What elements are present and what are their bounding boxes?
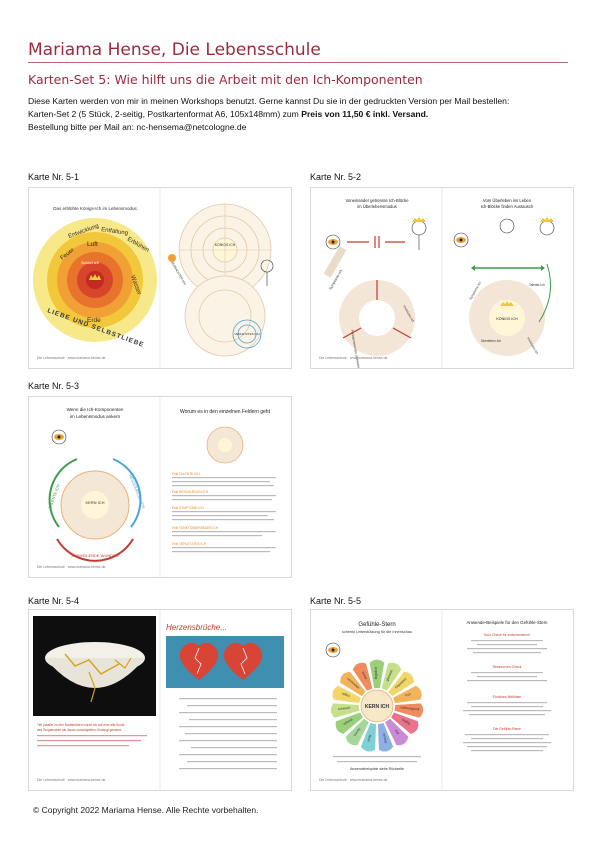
- svg-text:Kurz-Check für zwischendurch: Kurz-Check für zwischendurch: [484, 633, 530, 637]
- svg-text:Überleben Ich: Überleben Ich: [481, 339, 501, 343]
- star-petal-label: froh: [405, 692, 412, 698]
- intro-line-2: Karten-Set 2 (5 Stück, 2-seitig, Postkar…: [28, 109, 429, 119]
- star-petal: [381, 662, 402, 692]
- title-divider: [28, 62, 568, 63]
- intro-line-1: Diese Karten werden von mir in meinen Wo…: [28, 96, 510, 106]
- star-petal-label: wütend: [342, 717, 353, 726]
- svg-text:Feld RESSOURCEN-ICH: Feld RESSOURCEN-ICH: [172, 490, 209, 494]
- star-petal-label: sicher: [361, 671, 368, 681]
- svg-text:Ressourcen-Check: Ressourcen-Check: [493, 665, 522, 669]
- star-petal: [360, 722, 377, 753]
- card-5-5-left-bottom: Anwendebeispiele siehe Rückseite: [350, 767, 404, 771]
- card-5-2-footer: Die Lebensschule · www.mariama-hense.de: [319, 356, 388, 360]
- card-5-3-illustration: Wenn die Ich-Komponenten im Lebensmodus …: [47, 397, 276, 577]
- svg-text:Die Gefühle-Reise: Die Gefühle-Reise: [493, 727, 521, 731]
- card-5-3[interactable]: Wenn die Ich-Komponenten im Lebensmodus …: [28, 396, 292, 578]
- page-title: Mariama Hense, Die Lebensschule: [28, 40, 321, 60]
- star-petal: [369, 659, 385, 689]
- card-5-4-footer: Die Lebensschule · www.mariama-hense.de: [37, 778, 106, 782]
- star-petal-label: klar: [394, 729, 401, 736]
- star-petal: [392, 685, 423, 704]
- verletztes-ich-label: VERLETZTES ICH: [234, 332, 259, 336]
- koenigs-ich-label: KÖNIGS ICH: [215, 243, 236, 247]
- card-5-5-left-title: Gefühle-Stern: [358, 622, 395, 628]
- star-petal: [352, 662, 373, 692]
- page-subtitle: Karten-Set 5: Wie hilft uns die Arbeit m…: [28, 72, 423, 87]
- svg-text:Talente-Ich: Talente-Ich: [529, 283, 545, 287]
- star-petal: [339, 671, 367, 697]
- svg-text:RESSOURCEN ICH: RESSOURCEN ICH: [128, 474, 146, 510]
- ring-word-erde: Erde: [87, 317, 101, 324]
- card-5-5-left-subtitle: schenkt Unterstützung für die Innenschau: [342, 630, 412, 634]
- star-petal: [345, 718, 370, 746]
- star-petal: [387, 671, 415, 697]
- star-petal: [331, 685, 362, 704]
- svg-text:KÖNIGS ICH: KÖNIGS ICH: [496, 317, 518, 321]
- star-petal-label: ruhig: [366, 734, 371, 742]
- card-5-3-center: KERN ICH: [85, 500, 104, 505]
- card-5-2-left-title: Voneinander getrennte Ich-Blöcke: [345, 198, 409, 203]
- svg-text:im Überlebensmodus: im Überlebensmodus: [357, 204, 397, 209]
- card-label-5-4: Karte Nr. 5-4: [28, 596, 80, 606]
- card-5-1-illustration: Das erblühte Königs-Ich im Lebensmodus F…: [33, 188, 274, 368]
- card-label-5-1: Karte Nr. 5-1: [28, 172, 80, 182]
- card-label-5-3: Karte Nr. 5-3: [28, 381, 80, 391]
- price-text: Preis von 11,50 € inkl. Versand.: [301, 109, 429, 119]
- ring-word-entfaltung: Entfaltung: [101, 227, 129, 237]
- star-petal-label: verliebt: [382, 733, 388, 744]
- card-5-3-right-title: Worum es in den einzelnen Feldern geht: [180, 409, 271, 415]
- card-5-1-left-title: Das erblühte Königs-Ich im Lebensmodus: [53, 206, 137, 211]
- star-petal: [390, 711, 419, 735]
- svg-text:Feld TALENTE-ICH: Feld TALENTE-ICH: [172, 472, 200, 476]
- card-5-2-right-title: Vom Überleben ins Leben: [483, 198, 532, 203]
- intro-line-3[interactable]: Bestellung bitte per Mail an: nc-hensema…: [28, 122, 247, 132]
- card-5-5-footer: Die Lebensschule · www.mariama-hense.de: [319, 778, 388, 782]
- svg-text:des Tsugaimonte als Japan zurü: des Tsugaimonte als Japan zurückgreifen:…: [37, 728, 122, 732]
- star-petal-label: schwach: [338, 706, 351, 711]
- star-petal-label: hilflos: [341, 692, 350, 698]
- svg-text:Ich-Blöcke finden Austausch: Ich-Blöcke finden Austausch: [481, 204, 534, 209]
- star-petal: [377, 722, 394, 753]
- card-5-4-right-title: Herzensbrüche...: [166, 623, 227, 632]
- star-petal: [394, 702, 424, 719]
- card-5-4-caption: Tief parallel zu den Narbenlinien würde …: [37, 723, 125, 727]
- svg-text:AUSHEILENDE WUNDEN: AUSHEILENDE WUNDEN: [71, 553, 118, 558]
- svg-text:Ehrliches Mitfühlen: Ehrliches Mitfühlen: [493, 695, 522, 699]
- ring-word-luft: Luft: [87, 241, 98, 248]
- copyright-text: © Copyright 2022 Mariama Hense. Alle Rec…: [33, 805, 259, 815]
- card-5-5-right-title: Anwende-Beispiele für den Gefühle-Stern: [466, 620, 548, 625]
- star-petal-label: kräftig: [401, 718, 411, 726]
- star-petal-label: ängstlich: [374, 666, 378, 679]
- card-5-5[interactable]: Gefühle-Stern schenkt Unterstützung für …: [310, 609, 574, 791]
- card-5-1[interactable]: Das erblühte Königs-Ich im Lebensmodus F…: [28, 187, 292, 369]
- card-5-5-center: KERN ICH: [365, 704, 390, 710]
- intro-text: Diese Karten werden von mir in meinen Wo…: [28, 95, 573, 134]
- svg-text:Feld FUNKTIONIERENDES ICH: Feld FUNKTIONIERENDES ICH: [172, 526, 219, 530]
- card-label-5-2: Karte Nr. 5-2: [310, 172, 362, 182]
- card-5-1-footer: Die Lebensschule · www.mariama-hense.de: [37, 356, 106, 360]
- star-petal-label: traurig: [353, 727, 362, 737]
- card-5-4-illustration: Tief parallel zu den Narbenlinien würde …: [33, 610, 284, 790]
- svg-text:Feld SYMPTOME-ICH: Feld SYMPTOME-ICH: [172, 506, 205, 510]
- star-petal-label: glücklich: [385, 669, 394, 682]
- star-petal-label: hoffnungsvoll: [400, 705, 419, 711]
- svg-text:im Lebensmodus ankern: im Lebensmodus ankern: [70, 414, 121, 419]
- card-5-5-illustration: Gefühle-Stern schenkt Unterstützung für …: [325, 610, 551, 790]
- card-5-3-footer: Die Lebensschule · www.mariama-hense.de: [37, 565, 106, 569]
- star-petal: [384, 718, 409, 746]
- card-5-2[interactable]: Voneinander getrennte Ich-Blöcke im Über…: [310, 187, 574, 369]
- card-5-2-illustration: Voneinander getrennte Ich-Blöcke im Über…: [323, 188, 555, 368]
- card-5-3-left-title: Wenn die Ich-Komponenten: [67, 407, 124, 412]
- card-5-4[interactable]: Tief parallel zu den Narbenlinien würde …: [28, 609, 292, 791]
- star-petal: [335, 711, 364, 735]
- star-petal: [330, 702, 360, 719]
- card-label-5-5: Karte Nr. 5-5: [310, 596, 362, 606]
- center-word: Schönheit: [81, 260, 100, 265]
- svg-text:Feld VERLETZTES ICH: Feld VERLETZTES ICH: [172, 542, 207, 546]
